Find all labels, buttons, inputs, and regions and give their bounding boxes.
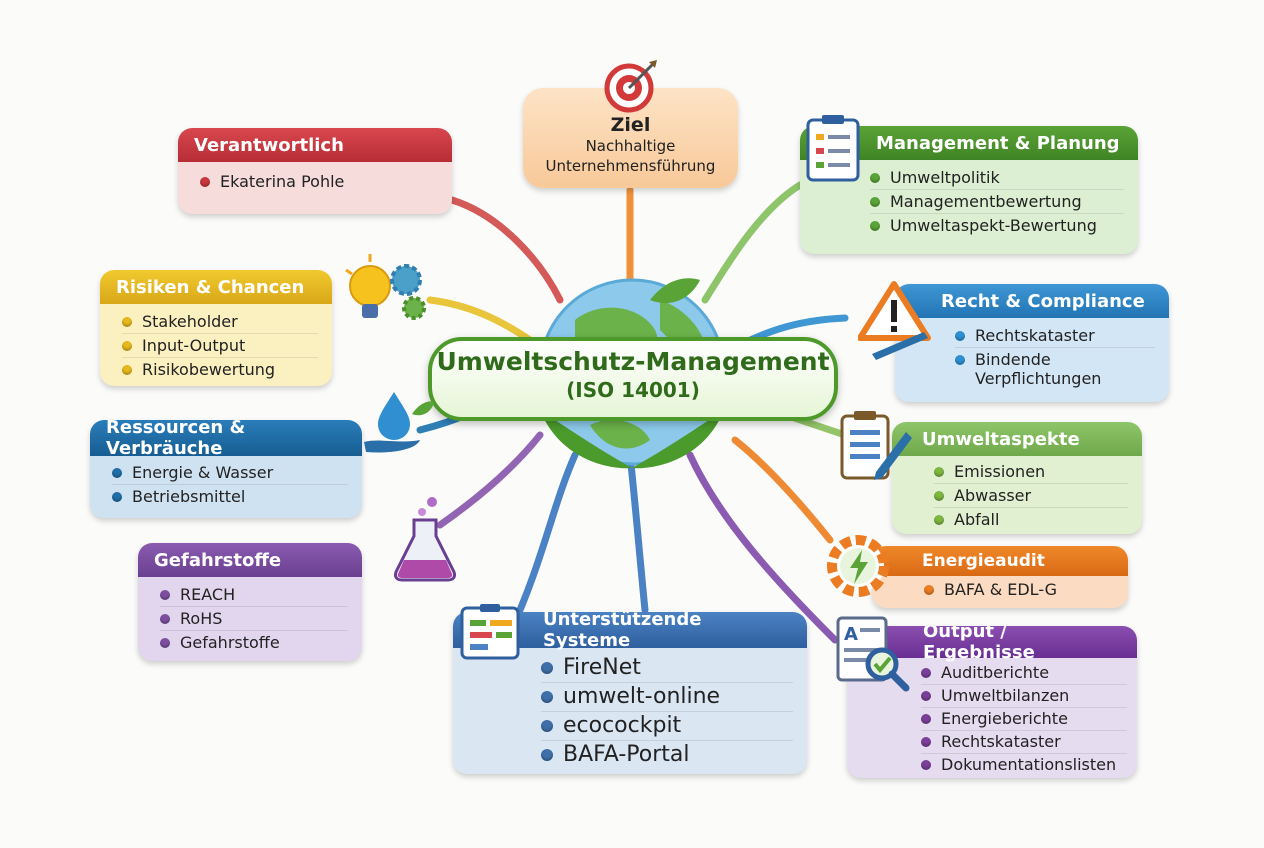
link-energieaudit bbox=[731, 436, 834, 544]
list-item: Rechtskataster bbox=[955, 324, 1155, 348]
list-item: Rechtskataster bbox=[921, 731, 1127, 754]
list-item: FireNet bbox=[541, 654, 793, 683]
check-icon bbox=[200, 177, 210, 187]
list-item: Betriebsmittel bbox=[112, 485, 348, 508]
checklist-pen-icon bbox=[840, 411, 912, 480]
branch-recht[interactable]: Recht & Compliance Rechtskataster Binden… bbox=[895, 284, 1169, 402]
list-item: Energie & Wasser bbox=[112, 461, 348, 485]
branch-gefahrstoffe[interactable]: Gefahrstoffe REACH RoHS Gefahrstoffe bbox=[138, 543, 362, 661]
list-item: Abfall bbox=[934, 508, 1128, 531]
bar-chart-icon bbox=[870, 221, 880, 231]
lightbulb-gears-icon bbox=[345, 254, 426, 320]
link-systeme-left bbox=[516, 451, 579, 614]
goal-line-1: Nachhaltige bbox=[585, 137, 676, 155]
branch-title: Ressourcen & Verbräuche bbox=[90, 420, 362, 459]
central-title: Umweltschutz-Management bbox=[436, 347, 830, 376]
branch-title: Recht & Compliance bbox=[895, 284, 1169, 318]
link-gefahrstoffe bbox=[436, 431, 544, 529]
branch-output[interactable]: Output / Ergebnisse Auditberichte Umwelt… bbox=[847, 626, 1137, 778]
branch-verantwortlich[interactable]: Verantwortlich Ekaterina Pohle bbox=[178, 128, 452, 214]
central-subtitle: (ISO 14001) bbox=[566, 378, 700, 402]
leaf-icon bbox=[870, 197, 880, 207]
branch-risiken[interactable]: Risiken & Chancen Stakeholder Input-Outp… bbox=[100, 270, 332, 386]
list-item: Gefahrstoffe bbox=[160, 631, 348, 654]
link-risiken bbox=[426, 296, 534, 344]
list-item: Auditberichte bbox=[921, 662, 1127, 685]
list-item: umwelt-online bbox=[541, 683, 793, 712]
goal-title: Ziel bbox=[610, 114, 651, 136]
list-item: Emissionen bbox=[934, 460, 1128, 484]
list-item: REACH bbox=[160, 583, 348, 607]
list-item: Bindende Verpflichtungen bbox=[955, 348, 1155, 388]
document-magnifier-icon: A bbox=[836, 616, 910, 692]
branch-title: Gefahrstoffe bbox=[138, 543, 362, 577]
target-icon bbox=[604, 60, 657, 113]
svg-text:A: A bbox=[844, 624, 858, 645]
branch-umweltaspekte[interactable]: Umweltaspekte Emissionen Abwasser Abfall bbox=[892, 422, 1142, 534]
list-item: Umweltaspekt-Bewertung bbox=[870, 214, 1124, 237]
link-verantwortlich bbox=[448, 196, 564, 304]
water-drop-hand-icon bbox=[364, 392, 434, 453]
checklist-icon bbox=[806, 115, 860, 182]
flask-icon bbox=[394, 497, 456, 582]
list-item: Umweltbilanzen bbox=[921, 685, 1127, 708]
goal-line-2: Unternehmensführung bbox=[545, 157, 716, 175]
list-item: RoHS bbox=[160, 607, 348, 631]
branch-title: Verantwortlich bbox=[178, 128, 452, 162]
goal-card[interactable]: Ziel Nachhaltige Unternehmensführung bbox=[523, 88, 738, 188]
list-item: BAFA-Portal bbox=[541, 741, 793, 769]
list-item: ecocockpit bbox=[541, 712, 793, 741]
link-systeme-right bbox=[626, 451, 649, 614]
list-item: Managementbewertung bbox=[870, 190, 1124, 214]
warning-icon bbox=[858, 281, 931, 360]
list-item: Ekaterina Pohle bbox=[200, 170, 438, 193]
list-item: Umweltpolitik bbox=[870, 166, 1124, 190]
list-item: Stakeholder bbox=[122, 310, 318, 334]
central-topic[interactable]: Umweltschutz-Management (ISO 14001) bbox=[428, 337, 838, 421]
clipboard-icon bbox=[460, 604, 520, 660]
list-item: BAFA & EDL-G bbox=[924, 578, 1114, 601]
leaf-icon bbox=[870, 173, 880, 183]
branch-title: Output / Ergebnisse bbox=[847, 626, 1137, 663]
branch-title: Energieaudit bbox=[872, 546, 1128, 576]
link-management bbox=[701, 181, 804, 304]
list-item: Dokumentationslisten bbox=[921, 754, 1127, 776]
branch-title: Umweltaspekte bbox=[892, 422, 1142, 456]
gear-lightning-icon bbox=[827, 535, 889, 597]
list-item: Energieberichte bbox=[921, 708, 1127, 731]
list-item: Input-Output bbox=[122, 334, 318, 358]
branch-title: Risiken & Chancen bbox=[100, 270, 332, 304]
branch-ressourcen[interactable]: Ressourcen & Verbräuche Energie & Wasser… bbox=[90, 420, 362, 518]
link-output bbox=[686, 451, 839, 644]
branch-energieaudit[interactable]: Energieaudit BAFA & EDL-G bbox=[872, 546, 1128, 608]
list-item: Abwasser bbox=[934, 484, 1128, 508]
list-item: Risikobewertung bbox=[122, 358, 318, 381]
